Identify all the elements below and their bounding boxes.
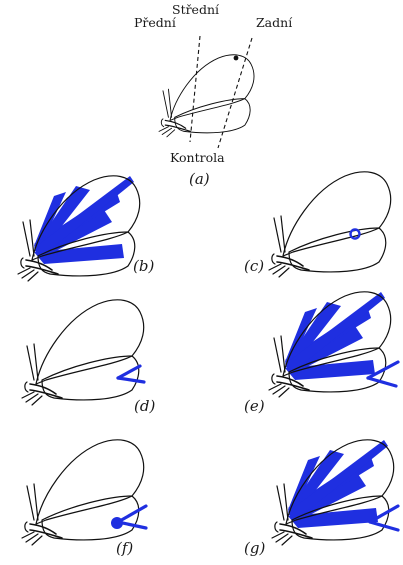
blue-radial-bands [34, 176, 134, 264]
label-zadni: Zadní [256, 15, 293, 30]
panel-label-d: (d) [134, 397, 155, 415]
label-predni: Přední [134, 15, 177, 30]
blue-radial-bands-g [288, 440, 388, 528]
panel-a: Přední Střední Zadní Kontrola (a) [134, 2, 293, 188]
blue-tail-fork-g [368, 504, 400, 532]
panel-label-c: (c) [244, 257, 264, 275]
panel-label-a: (a) [189, 170, 210, 188]
panel-b: (b) [17, 175, 154, 282]
label-stredni: Střední [172, 2, 220, 17]
blue-tail-with-spot [111, 504, 148, 530]
cut-line-predni [189, 35, 201, 143]
panel-label-b: (b) [133, 257, 154, 275]
panel-label-f: (f) [116, 539, 133, 557]
panel-c: (c) [244, 171, 392, 278]
eyespot-dot [233, 55, 239, 61]
blue-tail-fork-e [366, 360, 400, 388]
cut-line-zadni [217, 37, 253, 149]
panel-f: (f) [21, 439, 148, 557]
panel-g: (g) [244, 439, 400, 557]
panel-label-e: (e) [244, 397, 265, 415]
panel-d: (d) [21, 299, 155, 415]
panel-e: (e) [244, 291, 400, 415]
blue-tail-fork [116, 364, 146, 384]
blue-ring-eyespot [349, 228, 361, 240]
blue-radial-bands-e [285, 292, 385, 380]
label-kontrola: Kontrola [170, 150, 225, 165]
panel-label-g: (g) [244, 539, 265, 557]
